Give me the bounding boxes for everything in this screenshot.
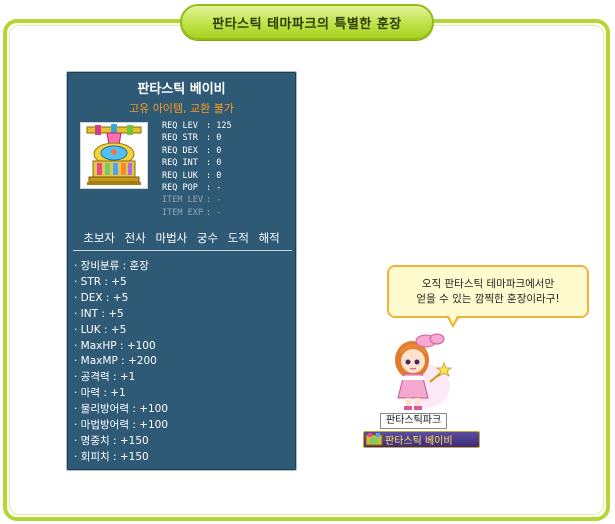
stat-line: · 물리방어력 : +100 <box>74 403 169 416</box>
item-name: 판타스틱 베이비 <box>137 82 226 97</box>
req-value: : - <box>206 195 222 206</box>
req-key: REQ INT <box>162 158 198 169</box>
req-row: REQ LEV : 125 <box>162 120 232 132</box>
stats-list: · 장비분류 : 훈장 · STR : +5 · DEX : +5 · INT … <box>74 259 168 466</box>
req-row: REQ LUK : 0 <box>162 170 232 182</box>
req-key: REQ LEV <box>162 121 198 131</box>
speech-bubble: 오직 판타스틱 테마파크에서만 얻을 수 있는 깜찍한 훈장이라구! <box>387 265 589 318</box>
req-value: : - <box>206 183 222 194</box>
stat-line: · 장비분류 : 훈장 <box>74 260 149 272</box>
title-tab: 판타스틱 테마파크의 특별한 훈장 <box>180 4 434 40</box>
req-row: ITEM EXP: - <box>162 207 232 219</box>
req-key: ITEM EXP <box>162 207 203 218</box>
req-value: : 0 <box>206 133 222 144</box>
stat-line: · LUK : +5 <box>74 323 127 336</box>
npc-character-icon <box>382 330 462 412</box>
npc-name-tag: 판타스틱파크 <box>380 413 448 429</box>
req-key: ITEM LEV <box>162 195 203 206</box>
req-value: : 0 <box>206 158 222 169</box>
stat-line: · MaxMP : +200 <box>74 355 157 368</box>
req-row: REQ DEX : 0 <box>162 145 232 157</box>
req-key: REQ POP <box>162 183 198 194</box>
job-thief: 도적 <box>227 231 249 245</box>
job-list: 초보자 전사 마법사 궁수 도적 해적 <box>67 230 296 246</box>
bubble-tail-inner <box>448 314 458 324</box>
job-pirate: 해적 <box>258 231 280 245</box>
medal-badge-icon <box>365 433 383 446</box>
req-value: : - <box>206 207 222 218</box>
stat-line: · 회피치 : +150 <box>74 450 149 463</box>
job-beginner: 초보자 <box>83 231 116 245</box>
stat-line: · 공격력 : +1 <box>74 371 136 384</box>
stat-line: · 마력 : +1 <box>74 387 126 400</box>
req-key: REQ LUK <box>162 170 198 181</box>
page-title: 판타스틱 테마파크의 특별한 훈장 <box>212 16 402 32</box>
stat-line: · 명중치 : +150 <box>74 434 149 447</box>
job-magician: 마법사 <box>155 231 188 245</box>
req-row: REQ POP : - <box>162 182 232 194</box>
npc-medal-label: 판타스틱 베이비 <box>385 436 453 447</box>
stat-line: · 마법방어력 : +100 <box>74 419 169 432</box>
medal-item-icon <box>80 122 148 189</box>
divider <box>73 250 292 251</box>
req-row: REQ STR : 0 <box>162 132 232 144</box>
req-key: REQ STR <box>162 133 198 144</box>
stat-line: · INT : +5 <box>74 307 124 320</box>
item-tag: 고유 아이템, 교환 불가 <box>128 102 235 115</box>
stat-line: · MaxHP : +100 <box>74 339 156 352</box>
req-value: : 0 <box>206 145 222 156</box>
item-tooltip: 판타스틱 베이비 고유 아이템, 교환 불가 REQ <box>66 71 297 471</box>
job-archer: 궁수 <box>196 231 219 245</box>
stat-line: · STR : +5 <box>74 275 127 288</box>
req-row: ITEM LEV: - <box>162 194 232 206</box>
npc-medal-tag: 판타스틱 베이비 <box>363 431 480 448</box>
stat-line: · DEX : +5 <box>74 291 129 304</box>
requirements-list: REQ LEV : 125 REQ STR : 0 REQ DEX : 0 REQ I… <box>162 120 232 219</box>
bubble-line: 얻을 수 있는 깜찍한 훈장이라구! <box>416 292 560 305</box>
req-row: REQ INT : 0 <box>162 157 232 169</box>
job-warrior: 전사 <box>124 231 146 245</box>
req-key: REQ DEX <box>162 145 198 156</box>
bubble-line: 오직 판타스틱 테마파크에서만 <box>421 277 555 290</box>
req-value: : 125 <box>206 121 232 131</box>
req-value: : 0 <box>206 170 222 181</box>
